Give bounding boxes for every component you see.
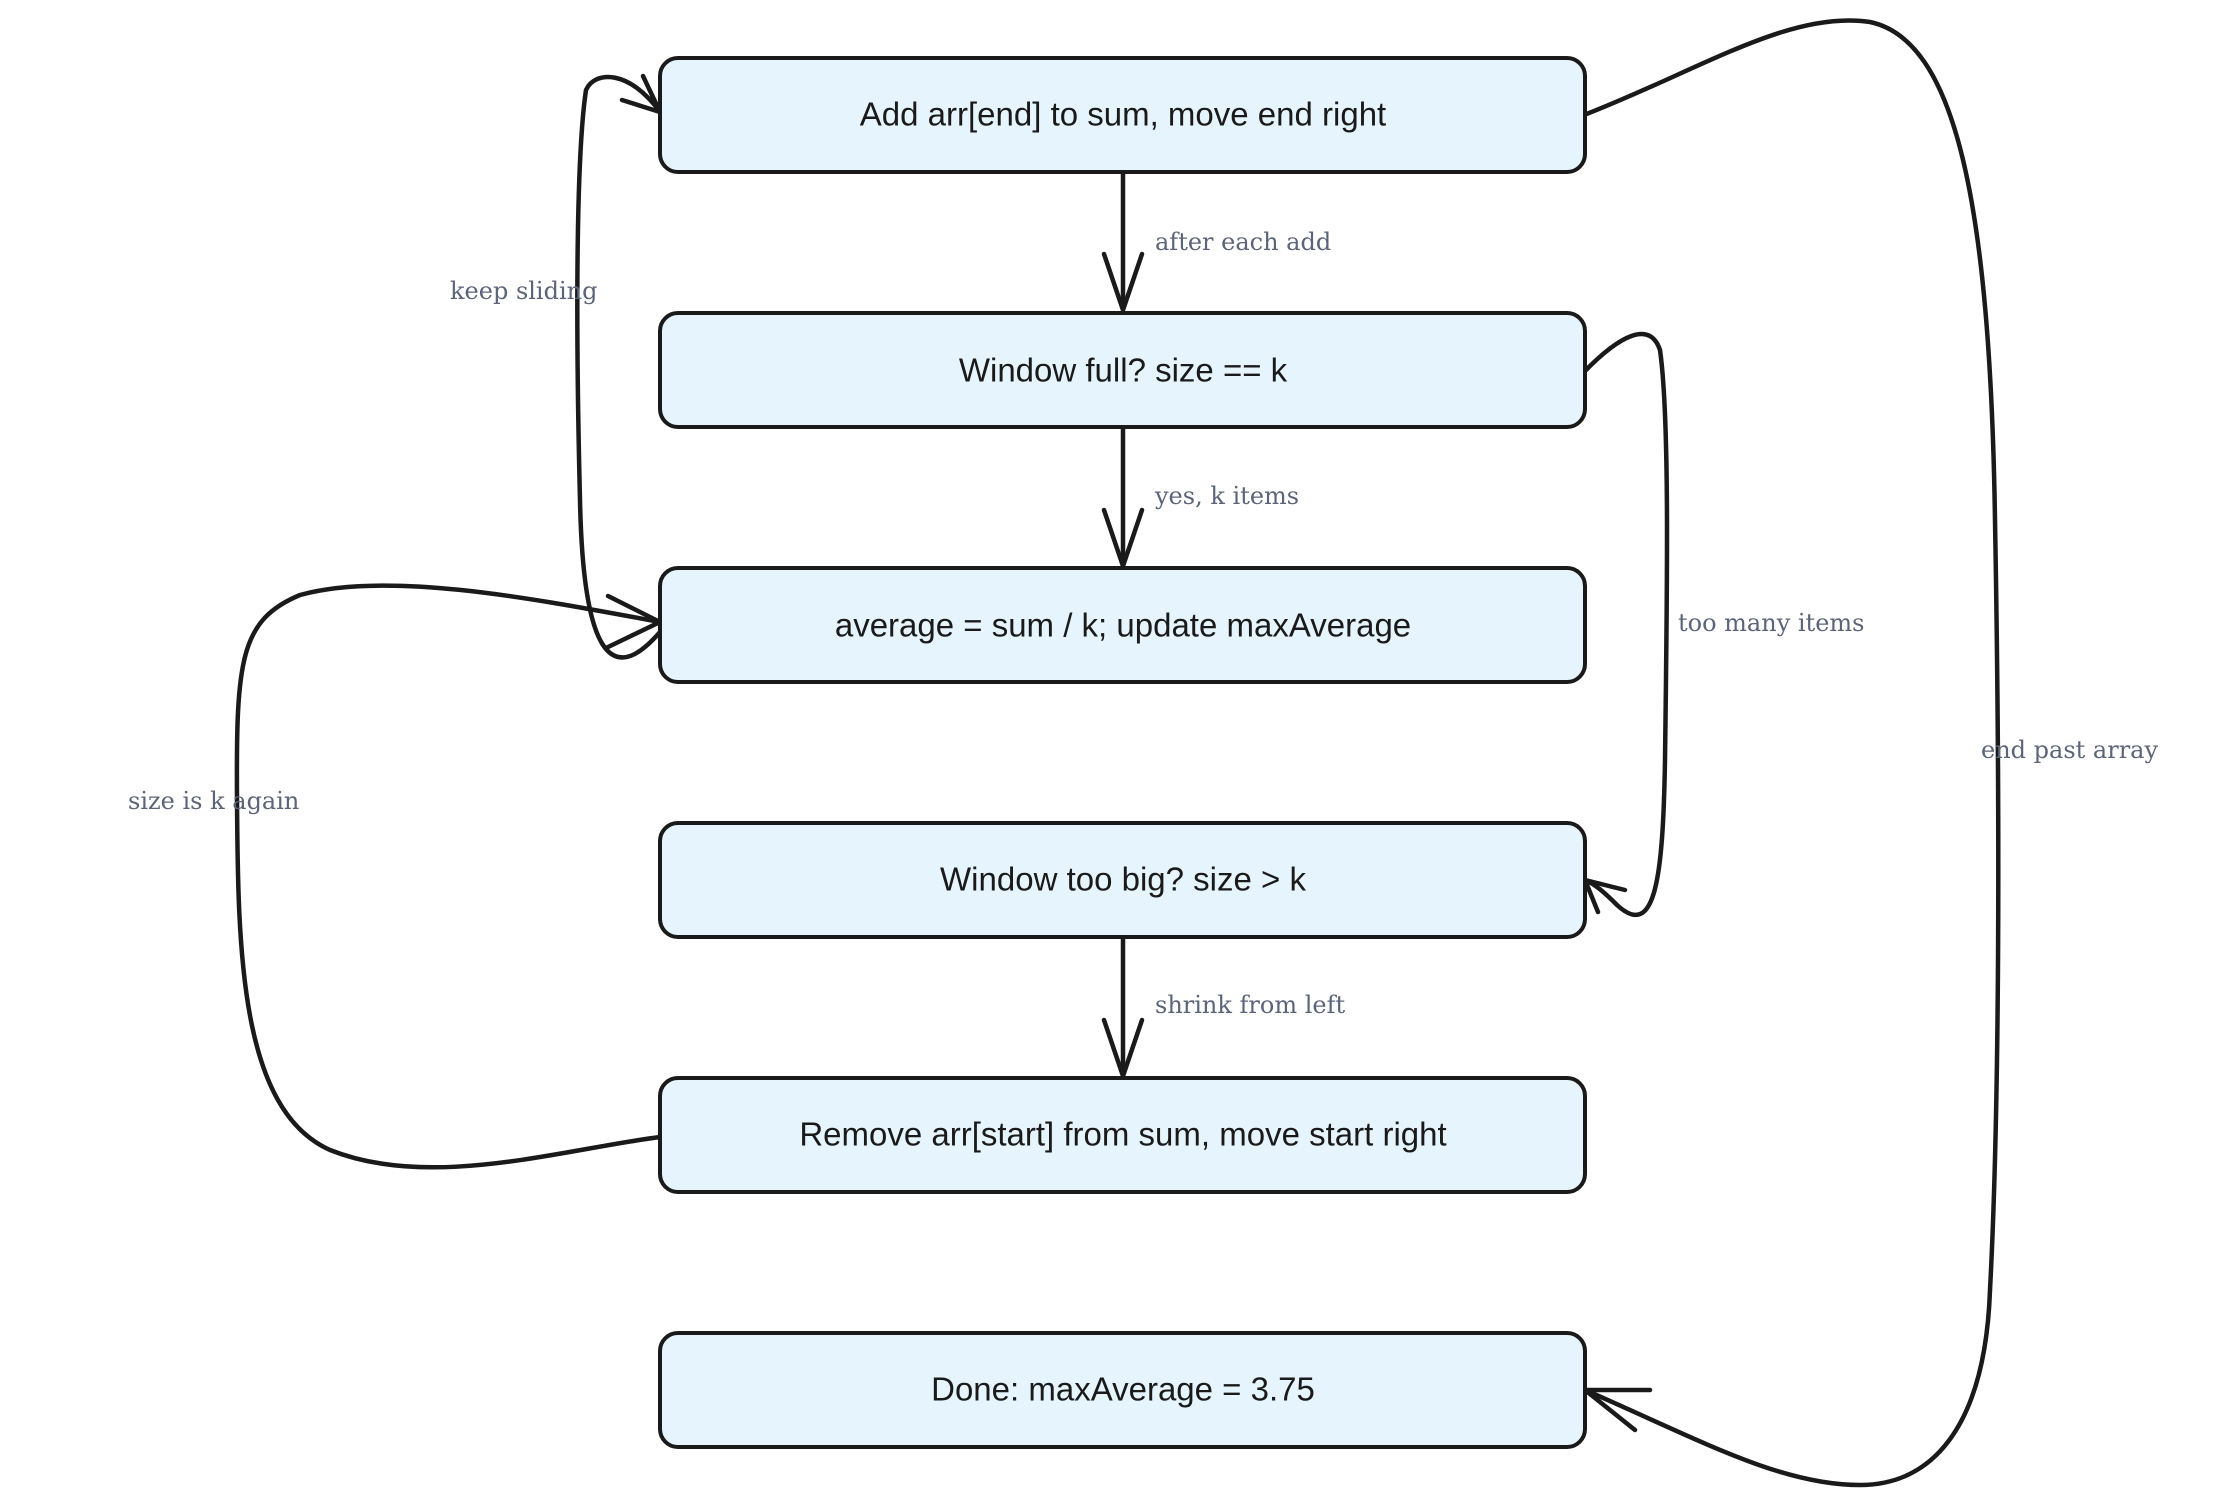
- node-done: Done: maxAverage = 3.75: [658, 1331, 1587, 1449]
- edge-add-to-done: [1581, 18, 2001, 1488]
- node-window-too-big-label: Window too big? size > k: [940, 861, 1306, 898]
- node-remove-label: Remove arr[start] from sum, move start r…: [799, 1116, 1446, 1153]
- node-add: Add arr[end] to sum, move end right: [658, 56, 1587, 174]
- edge-remove-to-average: [234, 583, 663, 1170]
- edge-label-end-past-array: end past array: [1981, 736, 2158, 764]
- node-done-label: Done: maxAverage = 3.75: [931, 1371, 1315, 1408]
- node-window-too-big: Window too big? size > k: [658, 821, 1587, 939]
- node-average-label: average = sum / k; update maxAverage: [835, 607, 1411, 644]
- node-add-label: Add arr[end] to sum, move end right: [860, 96, 1386, 133]
- node-average: average = sum / k; update maxAverage: [658, 566, 1587, 684]
- edge-add-to-full: [1101, 169, 1145, 313]
- edge-label-keep-sliding: keep sliding: [450, 277, 597, 305]
- edge-full-to-average: [1101, 424, 1145, 569]
- node-remove: Remove arr[start] from sum, move start r…: [658, 1076, 1587, 1194]
- node-window-full: Window full? size == k: [658, 311, 1587, 429]
- edge-full-to-toobig: [1581, 331, 1670, 918]
- edge-label-too-many-items: too many items: [1678, 609, 1864, 637]
- edge-label-yes-k-items: yes, k items: [1154, 482, 1299, 510]
- edge-label-after-each-add: after each add: [1155, 228, 1331, 256]
- edge-toobig-to-remove: [1101, 934, 1145, 1079]
- node-window-full-label: Window full? size == k: [959, 352, 1288, 389]
- edge-label-size-is-k-again: size is k again: [128, 787, 299, 815]
- edge-label-shrink-from-left: shrink from left: [1155, 991, 1346, 1019]
- edge-average-to-add: [575, 73, 663, 660]
